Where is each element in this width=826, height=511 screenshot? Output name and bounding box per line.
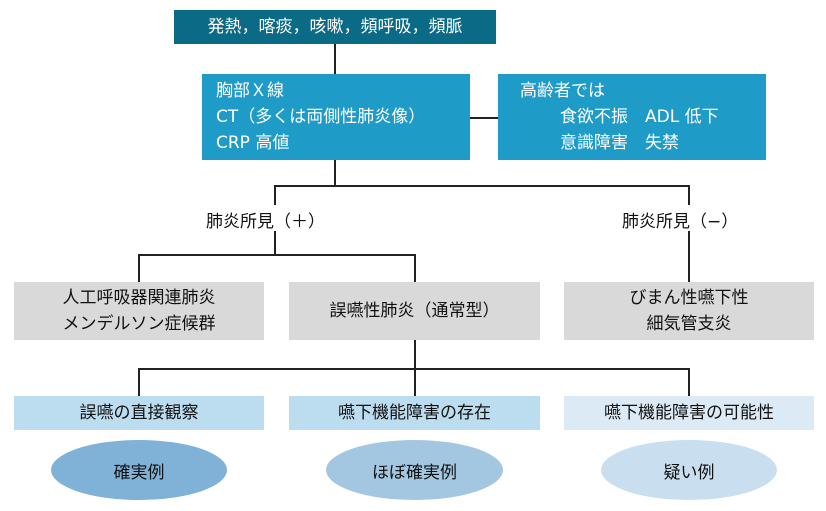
result-label: ほぼ確実例: [372, 462, 457, 483]
connector: [688, 368, 690, 396]
branch-positive-label: 肺炎所見（＋）: [206, 212, 325, 232]
exam-line-1: 胸部Ｘ線: [216, 81, 284, 101]
connector: [414, 340, 416, 369]
criteria-box: 誤嚥の直接観察: [14, 396, 264, 430]
criteria-label: 誤嚥の直接観察: [79, 403, 199, 423]
criteria-label: 嚥下機能障害の存在: [338, 403, 491, 423]
criteria-box: 嚥下機能障害の存在: [289, 396, 540, 430]
aspiration-pneumonia-box: 誤嚥性肺炎（通常型）: [289, 282, 540, 340]
symptoms-text: 発熱，喀痰，咳嗽，頻呼吸，頻脈: [207, 17, 463, 37]
connector: [138, 254, 140, 282]
exam-line-2: CT（多くは両側性肺炎像）: [216, 107, 426, 127]
elderly-line-2: 意識障害 失禁: [560, 133, 679, 153]
result-ellipse: 確実例: [51, 440, 227, 500]
connector: [688, 231, 690, 282]
vap-line-1: 人工呼吸器関連肺炎: [62, 288, 216, 308]
vap-line-2: メンデルソン症候群: [62, 314, 216, 334]
bronchiolitis-box: びまん性嚥下性 細気管支炎: [564, 282, 814, 340]
bronchiolitis-line-1: びまん性嚥下性: [629, 288, 749, 308]
vap-box: 人工呼吸器関連肺炎 メンデルソン症候群: [14, 282, 264, 340]
criteria-box: 嚥下機能障害の可能性: [564, 396, 814, 430]
aspiration-pneumonia-text: 誤嚥性肺炎（通常型）: [329, 301, 500, 321]
branch-negative-label: 肺炎所見（−）: [622, 212, 739, 232]
bronchiolitis-line-2: 細気管支炎: [646, 314, 732, 334]
connector: [414, 254, 416, 282]
connector: [334, 44, 336, 74]
elderly-box: 高齢者では 食欲不振 ADL 低下 意識障害 失禁: [498, 74, 766, 160]
criteria-label: 嚥下機能障害の可能性: [604, 403, 774, 423]
elderly-line-1: 食欲不振 ADL 低下: [560, 107, 719, 127]
connector: [274, 231, 276, 255]
result-ellipse: 疑い例: [601, 440, 777, 500]
result-label: 確実例: [113, 462, 165, 483]
result-label: 疑い例: [663, 462, 715, 483]
connector: [470, 117, 498, 119]
connector: [688, 185, 690, 205]
elderly-heading: 高齢者では: [520, 81, 605, 101]
connector: [334, 160, 336, 186]
connector: [414, 368, 416, 396]
exam-box: 胸部Ｘ線 CT（多くは両側性肺炎像） CRP 高値: [202, 74, 470, 160]
exam-line-3: CRP 高値: [216, 133, 290, 153]
connector: [274, 185, 276, 205]
connector: [274, 185, 690, 187]
result-ellipse: ほぼ確実例: [326, 440, 503, 500]
connector: [138, 368, 140, 396]
connector: [138, 254, 416, 256]
symptoms-box: 発熱，喀痰，咳嗽，頻呼吸，頻脈: [174, 10, 496, 44]
